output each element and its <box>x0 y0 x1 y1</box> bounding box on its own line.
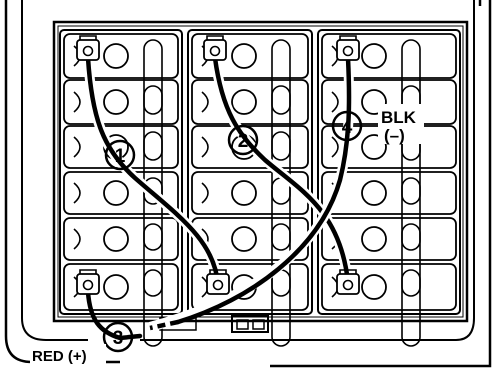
vent-slot <box>401 39 421 115</box>
terminal-right-top <box>336 35 360 61</box>
cell-divider <box>331 91 339 113</box>
vent-slot <box>401 177 421 251</box>
cell-divider <box>73 228 81 250</box>
callout-3: 3 <box>102 321 134 353</box>
cell-row <box>63 263 179 311</box>
vent-slot <box>143 39 163 115</box>
connector-plug <box>231 315 269 333</box>
vent-slot <box>401 269 421 347</box>
vent-slot <box>401 223 421 297</box>
cables <box>83 55 355 341</box>
cell-row <box>63 79 179 125</box>
terminal-middle-top <box>203 35 227 61</box>
cell-row <box>191 33 309 79</box>
callout-4: 4 <box>331 110 363 142</box>
cell-divider <box>201 182 209 204</box>
battery-cells <box>63 33 457 347</box>
filler-cap <box>103 180 129 206</box>
filler-cap <box>103 89 129 115</box>
vent-slot <box>271 39 291 115</box>
vent-slot <box>143 269 163 347</box>
positive-terminal-label: RED (+) <box>30 344 106 365</box>
battery-tray <box>52 20 469 323</box>
terminal-left-bottom <box>76 269 100 295</box>
vent-slot <box>143 223 163 297</box>
battery-middle <box>187 29 313 315</box>
cell-row <box>321 171 457 215</box>
callout-4-text: 4 <box>342 117 353 138</box>
negative-label-line1: BLK <box>381 108 417 127</box>
callout-1: 1 <box>104 139 136 171</box>
callout-2-text: 2 <box>238 131 249 152</box>
filler-cap <box>361 274 387 300</box>
cable-1 <box>85 55 221 288</box>
cell-row <box>321 263 457 311</box>
filler-cap <box>361 43 387 69</box>
filler-cap <box>361 89 387 115</box>
cell-divider <box>201 136 209 158</box>
terminals <box>76 35 360 295</box>
cell-row <box>63 33 179 79</box>
filler-cap <box>103 226 129 252</box>
cell-divider <box>73 91 81 113</box>
positive-label: RED (+) <box>32 348 87 365</box>
filler-cap <box>361 134 387 160</box>
cable-2 <box>212 55 351 285</box>
vent-slot <box>143 177 163 251</box>
filler-cap <box>103 274 129 300</box>
callout-1-text: 1 <box>115 146 126 167</box>
cell-row <box>191 125 309 169</box>
vent-slot <box>143 131 163 205</box>
cell-divider <box>201 91 209 113</box>
terminal-right-bottom <box>336 269 360 295</box>
filler-cap <box>231 180 257 206</box>
cell-row <box>191 263 309 311</box>
filler-cap <box>231 43 257 69</box>
vent-slot <box>271 85 291 161</box>
cell-row <box>63 217 179 261</box>
cell-divider <box>73 182 81 204</box>
cell-row <box>321 217 457 261</box>
negative-terminal-label: BLK (–) <box>378 104 424 145</box>
cell-row <box>321 33 457 79</box>
vent-slot <box>143 85 163 161</box>
battery-left <box>59 29 183 315</box>
filler-cap <box>361 226 387 252</box>
negative-label-line2: (–) <box>384 126 405 145</box>
filler-cap <box>103 43 129 69</box>
filler-cap <box>231 89 257 115</box>
cell-row <box>63 171 179 215</box>
cell-divider <box>331 136 339 158</box>
cell-divider <box>73 136 81 158</box>
filler-cap <box>361 180 387 206</box>
terminal-middle-bottom <box>206 269 230 295</box>
cell-row <box>191 79 309 125</box>
filler-cap <box>231 226 257 252</box>
callout-3-text: 3 <box>113 328 124 349</box>
cable-4 <box>175 55 352 325</box>
vent-slot <box>271 269 291 347</box>
terminal-left-top <box>76 35 100 61</box>
cable-3 <box>85 289 143 341</box>
callout-2: 2 <box>227 124 259 156</box>
battery-right <box>317 29 461 315</box>
